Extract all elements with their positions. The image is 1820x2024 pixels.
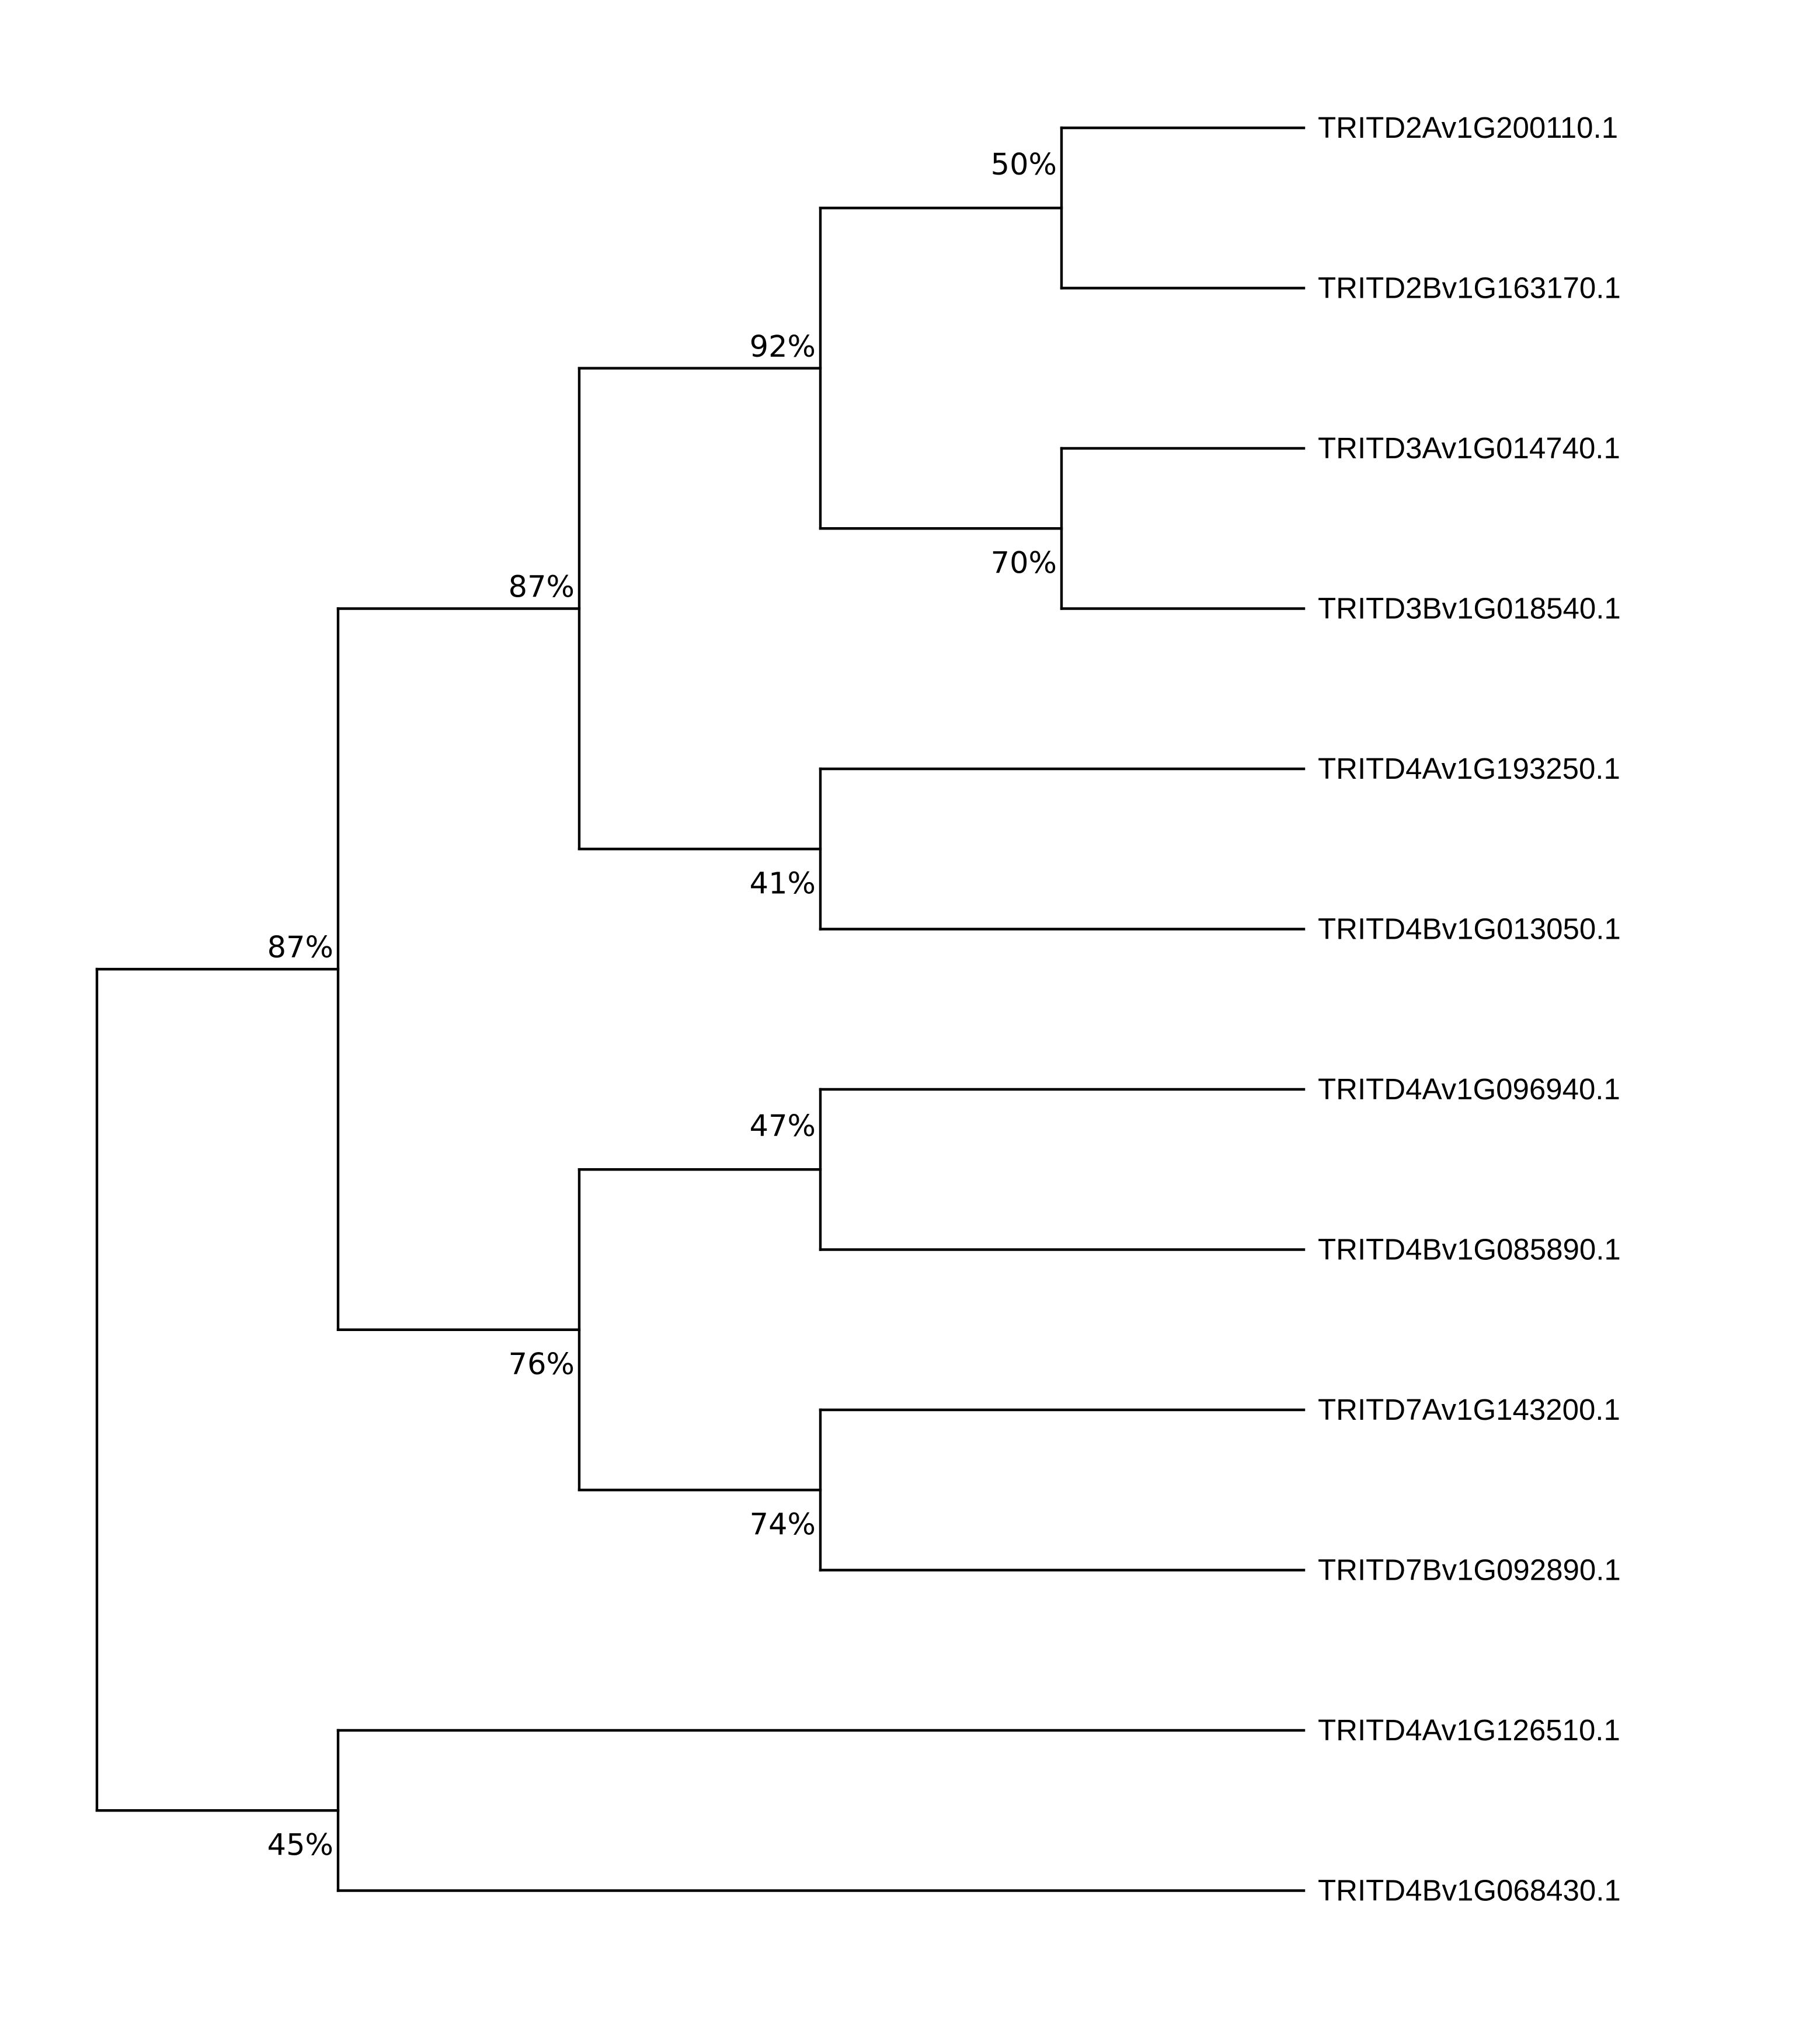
support-label-n76: 76% xyxy=(509,1347,575,1382)
support-label-n87b: 87% xyxy=(509,570,575,605)
support-label-n92: 92% xyxy=(750,330,816,364)
support-label-n45: 45% xyxy=(267,1828,333,1862)
tip-label: TRITD3Bv1G018540.1 xyxy=(1318,592,1621,625)
tip-label: TRITD4Bv1G013050.1 xyxy=(1318,912,1621,946)
tip-label: TRITD3Av1G014740.1 xyxy=(1318,431,1620,465)
support-label-n47: 47% xyxy=(750,1109,816,1144)
bootstrap-support-labels: 87% 87% 92% 50% 70% 41% 76% 47% 74% 45% xyxy=(267,148,1057,1862)
tip-label: TRITD2Bv1G163170.1 xyxy=(1318,271,1621,305)
support-label-n70: 70% xyxy=(991,546,1057,580)
tip-label: TRITD4Av1G096940.1 xyxy=(1318,1072,1620,1106)
support-label-n87a: 87% xyxy=(267,931,333,965)
tip-label: TRITD7Bv1G092890.1 xyxy=(1318,1553,1621,1587)
tip-labels: TRITD2Av1G200110.1TRITD2Bv1G163170.1TRIT… xyxy=(1318,111,1621,1907)
support-label-n74: 74% xyxy=(750,1507,816,1542)
tip-label: TRITD4Bv1G085890.1 xyxy=(1318,1233,1621,1266)
support-label-n50: 50% xyxy=(991,148,1057,182)
support-label-n41: 41% xyxy=(750,866,816,901)
tree-branches xyxy=(95,126,1306,1892)
tip-label: TRITD4Bv1G068430.1 xyxy=(1318,1874,1621,1907)
tip-label: TRITD2Av1G200110.1 xyxy=(1318,111,1618,144)
tip-label: TRITD4Av1G193250.1 xyxy=(1318,752,1620,785)
tip-label: TRITD7Av1G143200.1 xyxy=(1318,1393,1620,1426)
tip-label: TRITD4Av1G126510.1 xyxy=(1318,1713,1620,1747)
